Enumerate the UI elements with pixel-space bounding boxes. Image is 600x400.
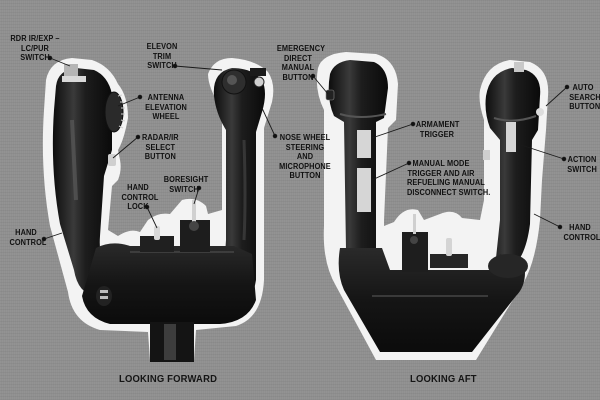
leader-lines: [41, 55, 570, 242]
callout-boresight-switch: BORESIGHT SWITCH: [163, 175, 209, 194]
callout-manual-mode-trigger-refueling-disconnect: MANUAL MODE TRIGGER AND AIR REFUELING MA…: [406, 159, 491, 197]
callout-elevon-trim-switch: ELEVON TRIM SWITCH: [146, 42, 178, 70]
callout-action-switch: ACTION SWITCH: [567, 155, 597, 174]
callout-hand-control-aft: HAND CONTROL: [563, 223, 600, 242]
callout-antenna-elevation-wheel: ANTENNA ELEVATION WHEEL: [145, 93, 187, 121]
callout-rdr-ir-exp-switch: RDR IR/EXP – LC/PUR SWITCH: [10, 34, 60, 62]
callout-auto-search-button: AUTO SEARCH BUTTON: [569, 83, 600, 111]
callout-armament-trigger: ARMAMENT TRIGGER: [415, 120, 460, 139]
callout-hand-control-forward: HAND CONTROL: [9, 228, 47, 247]
caption-looking-aft: LOOKING AFT: [410, 373, 477, 385]
caption-looking-forward: LOOKING FORWARD: [119, 373, 218, 385]
callout-nose-wheel-steering-microphone-button: NOSE WHEEL STEERING AND MICROPHONE BUTTO…: [279, 133, 331, 180]
callout-radar-ir-select-button: RADAR/IR SELECT BUTTON: [141, 133, 179, 161]
callout-hand-control-lock: HAND CONTROL LOCK: [121, 183, 159, 211]
yoke-forward: [42, 58, 274, 362]
callout-emergency-direct-manual-button: EMERGENCY DIRECT MANUAL BUTTON: [276, 44, 326, 82]
yoke-aft: [316, 52, 549, 360]
